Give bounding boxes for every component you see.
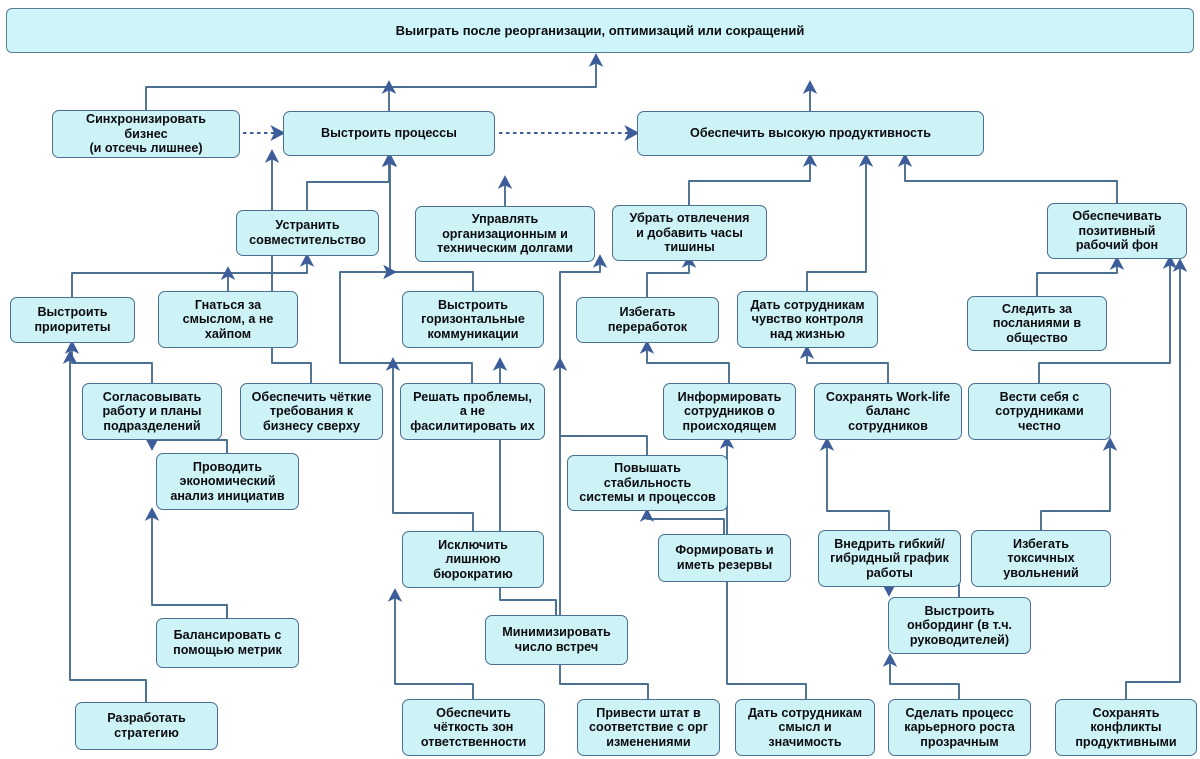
goal-node-label: Выиграть после реорганизации, оптимизаци…: [395, 22, 805, 38]
goal-node[interactable]: Обеспечить высокую продуктивность: [637, 111, 984, 156]
goal-node-label: Обеспечить высокую продуктивность: [690, 126, 931, 141]
goal-node-label: Выстроить процессы: [321, 126, 457, 141]
goal-node[interactable]: Выстроить процессы: [283, 111, 495, 156]
goal-banner[interactable]: Выиграть после реорганизации, оптимизаци…: [6, 8, 1194, 53]
